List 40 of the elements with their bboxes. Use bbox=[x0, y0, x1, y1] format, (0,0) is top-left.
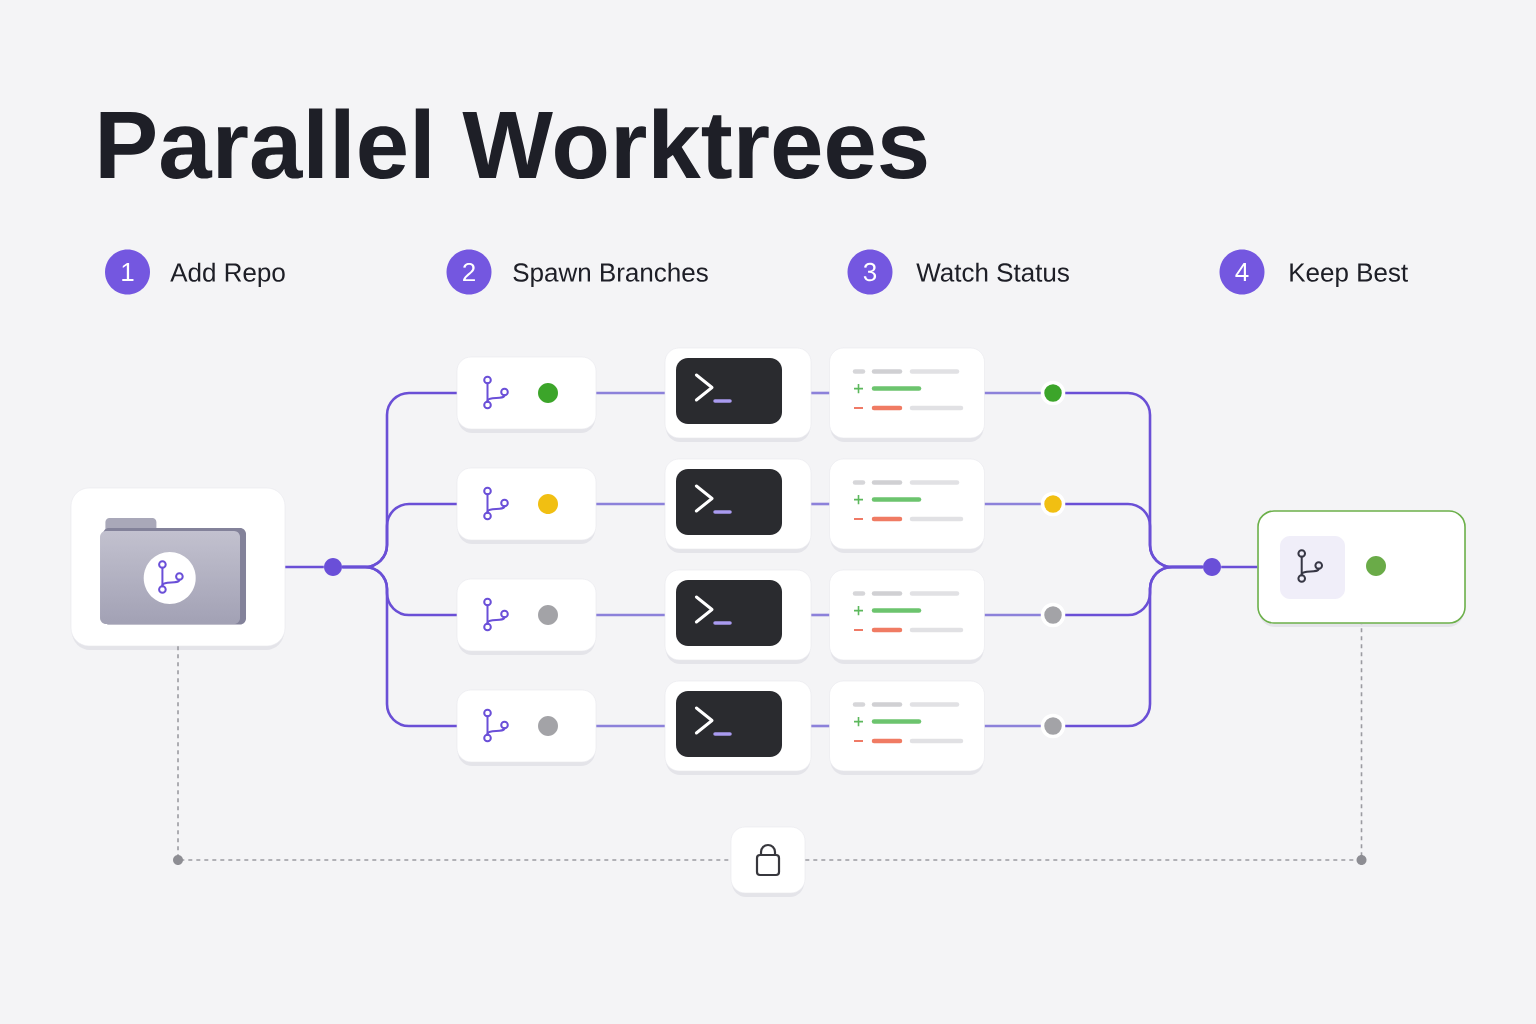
branch-card bbox=[456, 578, 597, 655]
step-label: Keep Best bbox=[1290, 263, 1408, 287]
connector-line bbox=[811, 391, 830, 395]
connector-line bbox=[811, 502, 830, 506]
connector-line bbox=[1221, 565, 1258, 569]
status-dot bbox=[1040, 602, 1066, 628]
connector-line bbox=[984, 613, 1041, 617]
status-dot bbox=[1040, 491, 1066, 517]
connector-line bbox=[342, 565, 457, 728]
connector-line bbox=[984, 724, 1041, 728]
step-badge: 1 bbox=[105, 249, 150, 295]
connector-line bbox=[596, 391, 665, 395]
connector-line bbox=[811, 724, 830, 728]
branch-card bbox=[456, 356, 597, 433]
branch-card bbox=[456, 689, 597, 766]
status-dot bbox=[1040, 380, 1066, 406]
connector-line bbox=[596, 613, 665, 617]
status-dot bbox=[1040, 713, 1066, 739]
step-badge: 3 bbox=[847, 249, 893, 295]
diff-card bbox=[829, 569, 985, 664]
diff-card bbox=[829, 458, 985, 553]
connector-line bbox=[984, 502, 1041, 506]
step-label: Watch Status bbox=[916, 262, 1069, 282]
lock-card bbox=[730, 826, 806, 897]
diff-card bbox=[829, 680, 985, 775]
junction-dot bbox=[1203, 558, 1221, 576]
connector-line bbox=[596, 502, 665, 506]
connector-line bbox=[984, 391, 1041, 395]
step-label: Spawn Branches bbox=[513, 262, 708, 287]
connector-line bbox=[285, 565, 324, 569]
connector-line bbox=[1065, 565, 1203, 728]
step-label: Add Repo bbox=[170, 262, 285, 287]
connector-line bbox=[596, 724, 665, 728]
step-badge: 4 bbox=[1219, 249, 1265, 295]
diff-card bbox=[829, 347, 985, 442]
connector-line bbox=[811, 613, 830, 617]
junction-dot bbox=[324, 558, 342, 576]
title: Parallel Worktrees bbox=[100, 108, 927, 179]
step-badge: 2 bbox=[446, 249, 492, 295]
branch-card bbox=[456, 467, 597, 544]
